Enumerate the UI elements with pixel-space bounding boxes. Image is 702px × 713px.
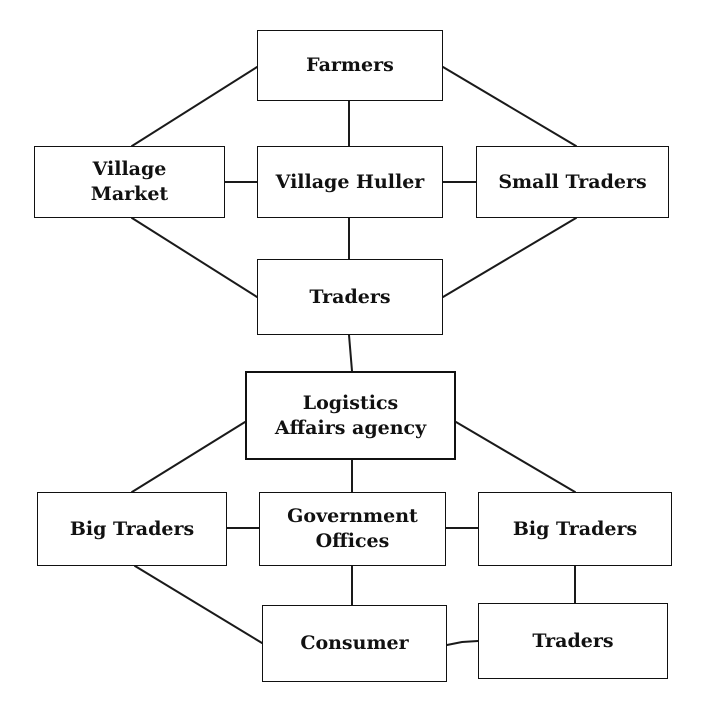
- node-village-market: Village Market: [34, 146, 225, 218]
- node-label-logistics-agency: Logistics Affairs agency: [274, 391, 427, 439]
- node-traders-upper: Traders: [257, 259, 443, 335]
- node-consumer: Consumer: [262, 605, 447, 682]
- node-label-consumer: Consumer: [300, 632, 409, 655]
- node-label-big-traders-left: Big Traders: [69, 517, 195, 540]
- connector-logistics-big-traders-right: [455, 421, 576, 493]
- node-label-small-traders: Small Traders: [498, 170, 647, 193]
- connector-farmers-village-market: [131, 66, 258, 147]
- node-village-huller: Village Huller: [257, 146, 443, 218]
- node-traders-lower: Traders: [478, 603, 668, 679]
- node-label-government-offices: Government Offices: [287, 505, 418, 552]
- connector-logistics-big-traders-left: [131, 421, 246, 493]
- connector-small-traders-traders: [442, 217, 577, 298]
- node-label-traders-upper: Traders: [309, 285, 391, 308]
- node-government-offices: Government Offices: [259, 492, 446, 566]
- node-logistics-agency: Logistics Affairs agency: [245, 371, 456, 460]
- connector-farmers-small-traders: [442, 66, 577, 147]
- connector-traders-logistics: [348, 334, 353, 372]
- connector-consumer-traders: [446, 640, 479, 646]
- node-label-traders-lower: Traders: [532, 629, 614, 652]
- node-label-big-traders-right: Big Traders: [512, 517, 638, 540]
- node-label-village-market: Village Market: [90, 158, 169, 205]
- connector-big-traders-left-consumer: [134, 565, 263, 644]
- node-label-farmers: Farmers: [306, 54, 394, 77]
- node-big-traders-left: Big Traders: [37, 492, 227, 566]
- connector-village-market-traders: [131, 217, 258, 298]
- node-small-traders: Small Traders: [476, 146, 669, 218]
- node-big-traders-right: Big Traders: [478, 492, 672, 566]
- node-label-village-huller: Village Huller: [275, 170, 425, 193]
- node-farmers: Farmers: [257, 30, 443, 101]
